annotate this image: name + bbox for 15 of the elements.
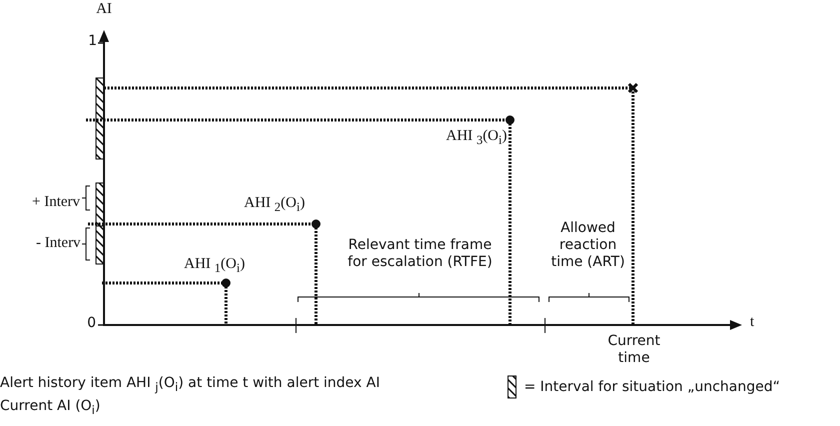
legend-note: Alert history item AHI $_{j}$(O$_{i}$) at time t with alert index AI	[0, 375, 380, 394]
interval-label: - Interv	[36, 234, 81, 252]
tick-label: 0	[87, 315, 96, 332]
axis-label: AI	[96, 0, 112, 18]
point-label: AHI $_{1}$(O$_{i}$)	[184, 255, 245, 276]
axis-label: t	[750, 313, 754, 331]
axis-annotation: Current time	[606, 333, 662, 367]
tick-label: 1	[88, 33, 97, 50]
time-frame-label: Allowed reaction time (ART)	[550, 220, 626, 270]
legend-text: = Interval for situation „unchanged“	[524, 379, 780, 396]
time-frame-label: Relevant time frame for escalation (RTFE)	[346, 237, 494, 271]
point-label: AHI $_{3}$(O$_{i}$)	[446, 127, 507, 148]
interval-label: + Interv	[32, 193, 80, 211]
point-label: AHI $_{2}$(O$_{i}$)	[244, 194, 305, 215]
legend-note: Current AI (O$_{i}$)	[0, 398, 100, 417]
